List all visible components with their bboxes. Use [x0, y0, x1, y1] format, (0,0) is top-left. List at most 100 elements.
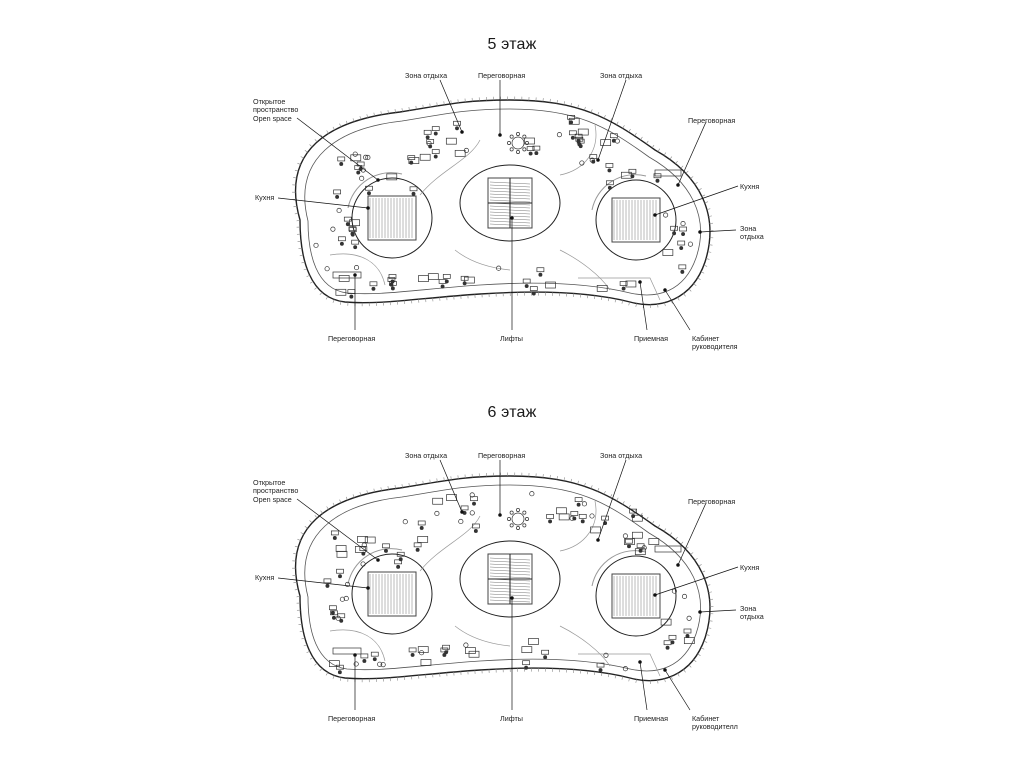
facade-fin	[429, 479, 431, 484]
leader-line	[439, 79, 463, 133]
facade-fin	[708, 620, 713, 622]
chair	[396, 564, 401, 569]
desk	[348, 226, 357, 232]
facade-fin	[706, 208, 711, 210]
desk	[610, 133, 618, 139]
stair-hatch	[613, 200, 657, 240]
leader-dot	[698, 230, 702, 234]
chair	[679, 246, 684, 250]
facade-fin	[339, 499, 342, 503]
chair	[472, 501, 476, 506]
chair	[687, 241, 694, 247]
facade-fin	[299, 630, 304, 633]
chair	[349, 294, 354, 299]
leader-line	[677, 121, 707, 186]
facade-fin	[607, 297, 610, 302]
leader-dot	[460, 130, 464, 134]
facade-fin	[707, 627, 712, 629]
facade-fin	[314, 662, 318, 666]
facade-fin	[422, 480, 424, 485]
chair	[442, 653, 447, 657]
chair	[458, 518, 464, 525]
facade-fin	[628, 128, 631, 133]
table	[468, 650, 480, 658]
facade-fin	[309, 281, 314, 284]
facade-fin	[700, 647, 705, 650]
leader-line	[296, 498, 379, 561]
facade-fin	[590, 485, 593, 489]
facade-fin	[584, 482, 586, 487]
chair	[631, 514, 636, 519]
chair	[330, 610, 335, 615]
facade-fin	[325, 296, 329, 300]
desk	[413, 542, 422, 548]
facade-fin	[693, 283, 697, 287]
chair	[425, 135, 430, 140]
facade-fin	[332, 502, 335, 507]
facade-fin	[294, 545, 299, 548]
chair	[655, 178, 660, 183]
chair	[622, 533, 628, 539]
facade-fin	[621, 676, 623, 680]
core-ring	[595, 179, 677, 261]
lift-core-outline	[459, 164, 561, 242]
facade-fin	[563, 101, 565, 105]
desk	[546, 514, 554, 519]
desk	[408, 647, 417, 653]
facade-fin	[584, 106, 586, 111]
chair	[627, 544, 631, 549]
table	[454, 149, 466, 157]
table	[420, 659, 432, 666]
facade-fin	[675, 160, 678, 164]
facade-fin	[700, 271, 705, 274]
chair	[522, 523, 527, 528]
building-inner-wall	[304, 484, 701, 672]
meeting-table	[654, 545, 682, 553]
leader-dot	[460, 510, 464, 514]
core-arc	[347, 548, 403, 585]
desk	[625, 538, 633, 544]
facade-fin	[297, 538, 301, 541]
floor-title: 5 этаж	[487, 36, 537, 53]
table	[600, 139, 612, 146]
facade-fin	[601, 672, 603, 676]
desk	[365, 185, 373, 191]
facade-fin	[657, 148, 661, 152]
floor-title: 6 этаж	[487, 404, 537, 421]
chair	[367, 191, 371, 196]
desk	[336, 664, 344, 670]
table	[631, 514, 643, 522]
table	[660, 618, 672, 626]
table	[662, 249, 674, 256]
facade-fin	[705, 258, 710, 260]
chair	[589, 157, 595, 163]
chair	[339, 596, 345, 602]
stair-block	[367, 195, 417, 241]
leader-dot	[376, 178, 380, 182]
desk	[330, 530, 339, 536]
facade-fin	[675, 536, 678, 540]
desk	[323, 578, 332, 584]
facade-fin	[345, 496, 348, 501]
facade-fin	[296, 219, 301, 222]
desk	[370, 651, 379, 657]
leader-dot	[498, 133, 502, 137]
chair	[556, 132, 562, 138]
chair	[671, 588, 677, 594]
facade-fin	[314, 286, 318, 290]
chair	[384, 548, 388, 553]
facade-fin	[306, 274, 310, 277]
desk	[348, 227, 357, 233]
leader-dot	[653, 593, 657, 597]
facade-fin	[610, 494, 613, 498]
desk	[460, 505, 469, 511]
label-line: Кабинет	[692, 334, 720, 343]
desk	[359, 546, 368, 552]
desk	[678, 264, 687, 270]
desk	[431, 149, 440, 154]
chair	[543, 655, 548, 660]
chair	[353, 245, 358, 250]
furniture	[323, 491, 695, 675]
facade-fin	[670, 300, 673, 304]
facade-fin	[306, 650, 310, 653]
